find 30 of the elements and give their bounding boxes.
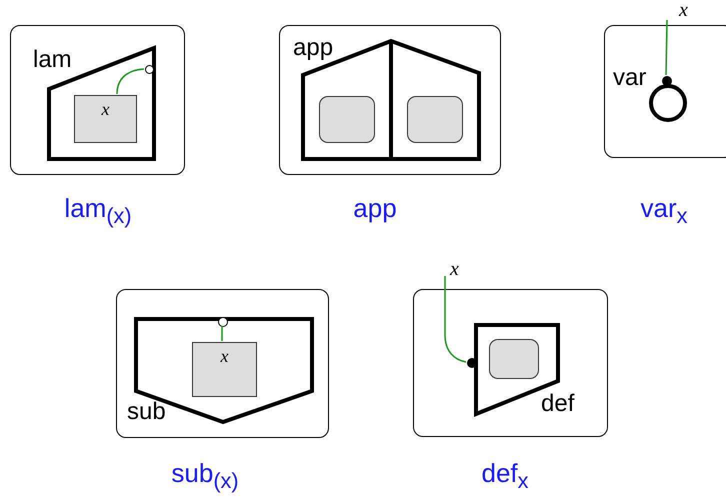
wire bbox=[221, 326, 223, 341]
rounded-frame bbox=[10, 25, 185, 175]
rounded-frame bbox=[116, 289, 329, 438]
wire bbox=[665, 20, 668, 76]
rounded-frame bbox=[413, 289, 608, 437]
wire bbox=[444, 276, 466, 363]
node-label: app bbox=[293, 35, 334, 61]
node-label: app bbox=[353, 193, 397, 223]
node-label: def bbox=[541, 391, 574, 417]
rounded-frame bbox=[279, 25, 501, 175]
wire bbox=[116, 68, 144, 94]
wire-label: x bbox=[450, 258, 466, 280]
node-label: var$_{x}$ bbox=[640, 193, 688, 230]
node-label: sub$_{(x)}$ bbox=[171, 458, 239, 496]
slot-box: x bbox=[74, 95, 137, 143]
filled-dot bbox=[467, 358, 477, 368]
node-label: var bbox=[613, 65, 646, 91]
wire-label: x bbox=[679, 0, 693, 20]
node-label: lam$_{(x)}$ bbox=[64, 193, 132, 230]
slot-box bbox=[407, 96, 463, 143]
rounded-frame bbox=[604, 25, 726, 158]
slot-box bbox=[489, 339, 539, 379]
filled-dot bbox=[662, 76, 672, 86]
open-port bbox=[218, 317, 228, 327]
node-label: def$_{x}$ bbox=[482, 458, 528, 496]
slot-box bbox=[319, 96, 375, 143]
node-label: sub bbox=[127, 399, 166, 425]
open-port bbox=[145, 65, 154, 74]
slot-box: x bbox=[192, 342, 257, 397]
node-label: lam bbox=[33, 47, 72, 73]
